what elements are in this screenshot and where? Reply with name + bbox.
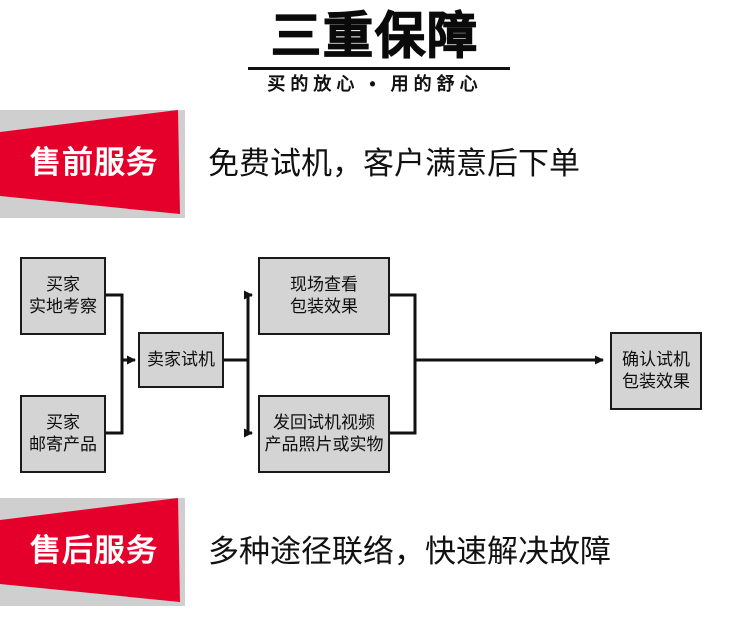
ribbon-red-shape [0, 498, 180, 602]
title-divider [248, 67, 510, 70]
pre-sale-badge-label: 售前服务 [30, 145, 158, 180]
flow-node-seller-test: 卖家试机 [138, 332, 224, 388]
flow-node-buyer-visit: 买家 实地考察 [20, 257, 106, 335]
flow-node-send-back-media: 发回试机视频 产品照片或实物 [258, 395, 390, 473]
page-title: 三重保障 [270, 7, 479, 64]
flow-node-onsite-inspect: 现场查看 包装效果 [258, 257, 390, 335]
flow-node-buyer-ship: 买家 邮寄产品 [20, 395, 106, 473]
flow-node-confirm-result: 确认试机 包装效果 [610, 332, 702, 410]
pre-sale-banner: 售前服务 [0, 110, 200, 218]
ribbon-red-shape [0, 110, 180, 214]
pre-sale-headline: 免费试机，客户满意后下单 [208, 146, 580, 181]
flowchart-connectors [103, 290, 604, 438]
after-sale-banner: 售后服务 [0, 498, 200, 606]
after-sale-headline: 多种途径联络，快速解决故障 [208, 534, 611, 569]
service-flowchart: 买家 实地考察 买家 邮寄产品 卖家试机 现场查看 包装效果 发回试机视频 产品… [0, 245, 750, 485]
page-subtitle: 买的放心 • 用的舒心 [267, 74, 483, 94]
after-sale-badge-label: 售后服务 [30, 533, 158, 568]
